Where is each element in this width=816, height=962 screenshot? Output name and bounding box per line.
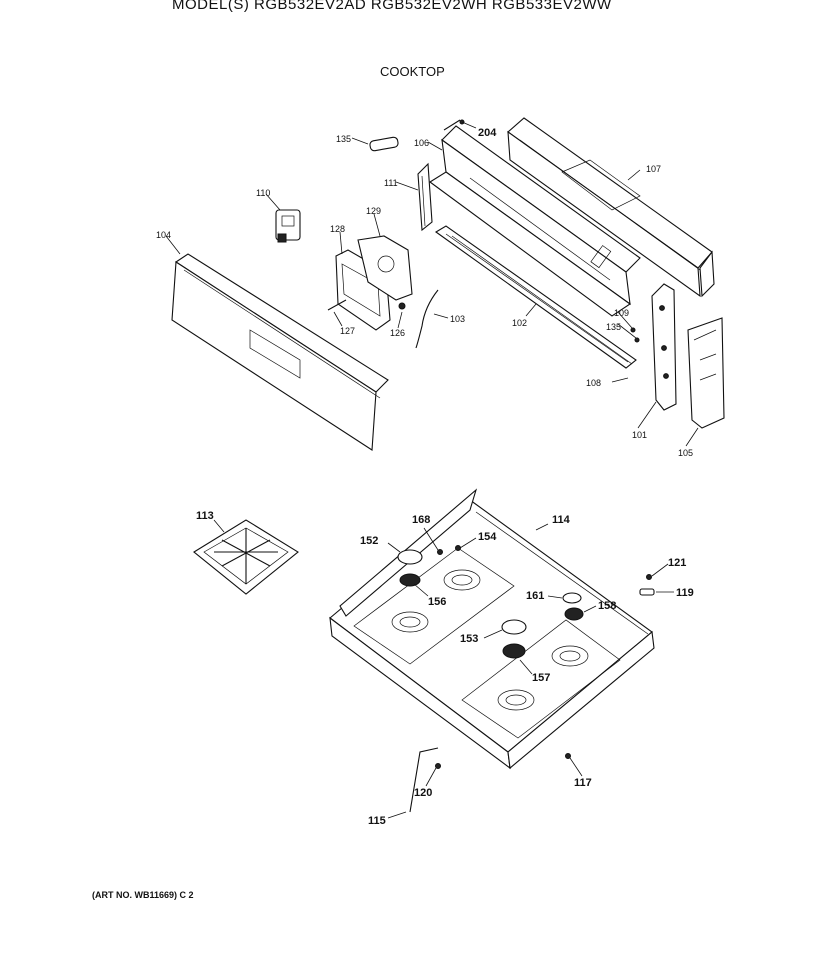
label-120: 120 [414, 787, 432, 799]
label-161: 161 [526, 590, 544, 602]
burner-head-156a [399, 573, 421, 587]
label-119: 119 [676, 587, 694, 599]
igniter-168 [437, 549, 443, 555]
label-106: 106 [414, 138, 429, 148]
label-107: 107 [646, 164, 661, 174]
screw-135b [634, 337, 640, 343]
label-113: 113 [196, 510, 214, 522]
burner-head-157 [502, 643, 526, 659]
label-128: 128 [330, 224, 345, 234]
burner-grate-113 [193, 519, 299, 595]
label-101: 101 [632, 430, 647, 440]
label-135b: 135 [606, 322, 621, 332]
wire-103 [415, 289, 439, 349]
rod-127 [327, 299, 347, 311]
label-153: 153 [460, 633, 478, 645]
burner-cap-161 [562, 592, 582, 604]
label-114: 114 [552, 514, 571, 526]
label-157: 157 [532, 672, 550, 684]
backsplash-panel-106 [429, 119, 641, 317]
burner-head-156b [564, 607, 584, 621]
label-102: 102 [512, 318, 527, 328]
support-rod-115 [409, 747, 439, 813]
screw-121 [646, 574, 652, 580]
screw-135 [369, 136, 399, 152]
clock-110 [275, 209, 301, 243]
screw-120 [435, 763, 441, 769]
label-204: 204 [478, 127, 497, 139]
section-title: COOKTOP [380, 64, 445, 79]
vent-strip-102 [434, 225, 637, 369]
label-108: 108 [586, 378, 601, 388]
screw-117 [565, 753, 571, 759]
label-158: 158 [598, 600, 616, 612]
label-110: 110 [256, 188, 270, 198]
label-121: 121 [668, 557, 686, 569]
label-156: 156 [428, 596, 446, 608]
label-115: 115 [368, 815, 386, 827]
burner-cap-153 [501, 619, 527, 635]
label-129: 129 [366, 206, 381, 216]
label-152: 152 [360, 535, 378, 547]
label-117: 117 [574, 777, 592, 789]
label-154: 154 [478, 531, 497, 543]
bracket-111 [417, 162, 433, 232]
label-104: 104 [156, 230, 171, 240]
burner-cap-152 [397, 549, 423, 565]
label-127: 127 [340, 326, 355, 336]
backsplash-top-trim-107 [507, 117, 715, 298]
part-labels: 135 106 204 107 110 111 129 128 104 127 … [156, 127, 694, 827]
grommet-126 [398, 302, 406, 310]
control-panel-104 [171, 253, 389, 451]
art-number: (ART NO. WB11669) C 2 [92, 890, 194, 900]
end-cap-105 [687, 317, 725, 429]
clip-119 [639, 588, 655, 596]
label-111: 111 [384, 178, 398, 188]
label-135: 135 [336, 134, 351, 144]
label-126: 126 [390, 328, 405, 338]
label-109: 109 [614, 308, 629, 318]
label-103: 103 [450, 314, 465, 324]
model-list-heading: MODEL(S) RGB532EV2AD RGB532EV2WH RGB533E… [172, 0, 612, 13]
side-bracket-101 [651, 283, 677, 411]
label-168: 168 [412, 514, 430, 526]
clock-window-assembly-128 [335, 235, 413, 331]
label-105: 105 [678, 448, 693, 458]
screw-109 [630, 327, 636, 333]
leader-lines [165, 121, 699, 819]
igniter-154 [455, 545, 461, 551]
